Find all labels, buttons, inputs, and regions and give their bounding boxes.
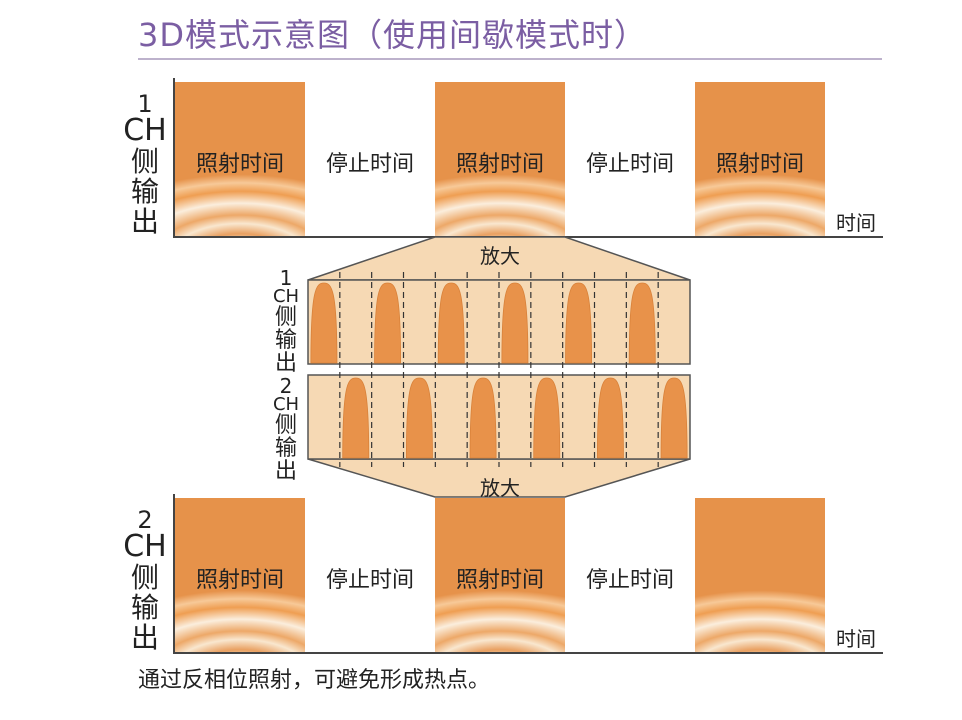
channel2-segment-3: 照射时间: [455, 568, 544, 593]
channel1-segment-1: 照射时间: [195, 152, 284, 177]
channel1-label: 1 CH 侧 输 出: [122, 92, 168, 236]
channel1-number: 1: [137, 90, 153, 118]
channel2-time-label: 时间: [836, 627, 876, 651]
channel1-time-label: 时间: [836, 211, 876, 235]
channel1-segment-2: 停止时间: [325, 152, 414, 177]
zoom-label-top: 放大: [480, 244, 520, 268]
channel2-char-2: 输: [130, 591, 159, 624]
zoom-label-bottom: 放大: [480, 476, 520, 500]
channel1-char-3: 出: [130, 205, 159, 238]
zoom-channel2-char-1: 侧: [274, 413, 297, 438]
zoom-channel2-char-3: 出: [274, 459, 297, 484]
zoom-channel2-pulse-2: [405, 377, 433, 459]
zoom-channel2-pulse-6: [660, 377, 688, 459]
channel1-pulse-1: [175, 82, 305, 236]
channel2-ch: CH: [123, 529, 167, 564]
channel2-pulse-1: [175, 498, 305, 652]
footer-caption: 通过反相位照射，可避免形成热点。: [138, 668, 491, 693]
zoom-channel2-pulse-3: [469, 377, 497, 459]
zoom-channel2-number: 2: [279, 374, 293, 398]
zoom-channel2-pulse-5: [596, 377, 624, 459]
channel2-char-1: 侧: [130, 561, 159, 594]
channel2-number: 2: [137, 506, 153, 534]
channel2-label: 2 CH 侧 输 出: [122, 508, 168, 652]
channel2-segment-4: 停止时间: [585, 568, 674, 593]
channel1-y-axis: [173, 78, 175, 237]
channel2-char-3: 出: [130, 621, 159, 654]
zoom-channel1-pulse-5: [565, 282, 593, 364]
zoom-channel1-char-1: 侧: [274, 305, 297, 330]
zoom-channel2-pulse-4: [533, 377, 561, 459]
channel1-char-1: 侧: [130, 145, 159, 178]
channel1-pulse-3: [695, 82, 825, 236]
channel2-pulse-3: [695, 498, 825, 652]
zoom-channel2-ch: CH: [272, 394, 300, 415]
zoom-channel1-pulse-4: [501, 282, 529, 364]
zoom-channel1-pulse-3: [437, 282, 465, 364]
zoom-channel1-pulse-6: [628, 282, 656, 364]
channel1-segment-4: 停止时间: [585, 152, 674, 177]
zoom-channel1-ch: CH: [272, 286, 300, 307]
page-title: 3D模式示意图（使用间歇模式时）: [138, 16, 648, 54]
title-underline: [138, 58, 882, 60]
zoom-channel2-label: 2 CH 侧 输 出: [268, 376, 304, 483]
zoom-channel2-char-2: 输: [274, 436, 297, 461]
channel1-segment-5: 照射时间: [715, 152, 804, 177]
zoom-channel1-pulse-2: [374, 282, 402, 364]
channel1-ch: CH: [123, 113, 167, 148]
channel2-segment-1: 照射时间: [195, 568, 284, 593]
channel1-char-2: 输: [130, 175, 159, 208]
channel2-time-axis: [173, 652, 883, 654]
zoom-channel1-pulse-1: [310, 282, 338, 364]
channel2-segment-2: 停止时间: [325, 568, 414, 593]
channel2-y-axis: [173, 494, 175, 653]
zoom-channel1-char-3: 出: [274, 351, 297, 376]
channel1-pulse-2: [435, 82, 565, 236]
zoom-channel1-label: 1 CH 侧 输 出: [268, 268, 304, 375]
zoom-channel1-char-2: 输: [274, 328, 297, 353]
channel2-pulse-2: [435, 498, 565, 652]
channel1-segment-3: 照射时间: [455, 152, 544, 177]
zoom-channel1-number: 1: [279, 266, 293, 290]
zoom-channel2-pulse-1: [342, 377, 370, 459]
